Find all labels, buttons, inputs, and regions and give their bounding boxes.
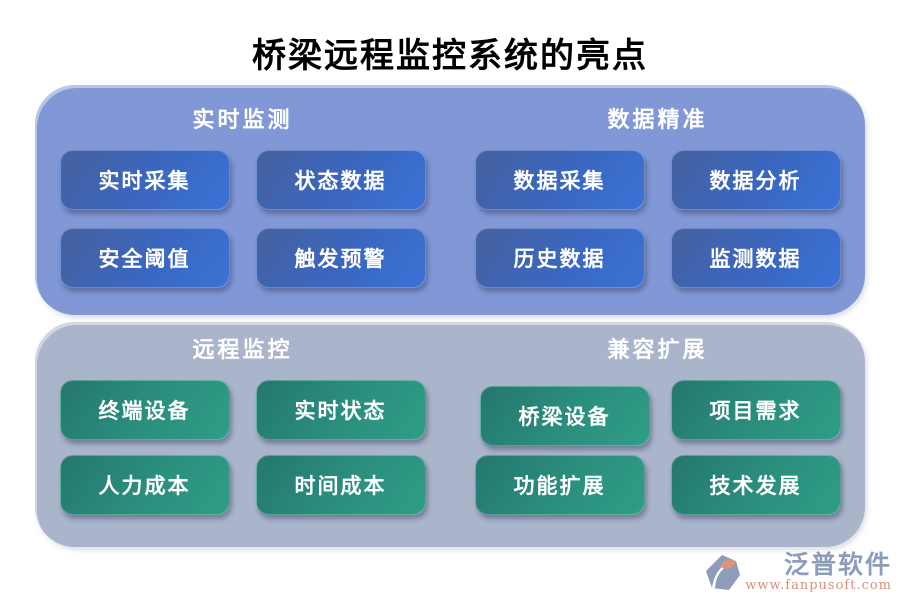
- vendor-text: 泛普软件 www.fanpusoft.com: [745, 552, 892, 594]
- page-title: 桥梁远程监控系统的亮点: [252, 36, 648, 76]
- chip-bridge-device[interactable]: 桥梁设备: [479, 386, 650, 446]
- chip-time-cost[interactable]: 时间成本: [255, 455, 426, 515]
- chip-data-analysis[interactable]: 数据分析: [670, 150, 841, 210]
- panel-remote-compat: 远程监控 终端设备 实时状态 人力成本 时间成本 兼容扩展 桥梁设备 项目需求 …: [35, 322, 865, 547]
- button-grid: 桥梁设备 项目需求 功能扩展 技术发展: [474, 380, 841, 515]
- section-compatibility-expansion: 兼容扩展 桥梁设备 项目需求 功能扩展 技术发展: [450, 335, 865, 547]
- chip-realtime-status[interactable]: 实时状态: [255, 380, 426, 440]
- section-header-compatibility-expansion: 兼容扩展: [607, 337, 708, 363]
- button-grid: 数据采集 数据分析 历史数据 监测数据: [474, 150, 841, 288]
- button-grid: 实时采集 状态数据 安全阈值 触发预警: [59, 150, 426, 288]
- chip-safety-threshold[interactable]: 安全阈值: [59, 228, 230, 288]
- chip-labor-cost[interactable]: 人力成本: [59, 455, 230, 515]
- chip-historical-data[interactable]: 历史数据: [474, 228, 645, 288]
- fanpu-logo-icon: [705, 554, 741, 596]
- chip-trigger-alert[interactable]: 触发预警: [255, 228, 426, 288]
- button-grid: 终端设备 实时状态 人力成本 时间成本: [59, 380, 426, 515]
- chip-project-demand[interactable]: 项目需求: [670, 380, 841, 440]
- section-realtime-monitoring: 实时监测 实时采集 状态数据 安全阈值 触发预警: [35, 105, 450, 315]
- chip-function-expansion[interactable]: 功能扩展: [474, 455, 645, 515]
- section-header-data-accuracy: 数据精准: [607, 107, 708, 133]
- section-remote-monitoring: 远程监控 终端设备 实时状态 人力成本 时间成本: [35, 335, 450, 547]
- section-header-realtime-monitoring: 实时监测: [192, 107, 293, 133]
- chip-terminal-device[interactable]: 终端设备: [59, 380, 230, 440]
- vendor-website: www.fanpusoft.com: [745, 578, 892, 593]
- section-data-accuracy: 数据精准 数据采集 数据分析 历史数据 监测数据: [450, 105, 865, 315]
- chip-realtime-collection[interactable]: 实时采集: [59, 150, 230, 210]
- chip-status-data[interactable]: 状态数据: [255, 150, 426, 210]
- vendor-watermark: 泛普软件 www.fanpusoft.com: [705, 552, 892, 596]
- section-header-remote-monitoring: 远程监控: [192, 337, 293, 363]
- chip-data-collection[interactable]: 数据采集: [474, 150, 645, 210]
- vendor-brand-name: 泛普软件: [783, 550, 892, 579]
- panel-realtime-data: 实时监测 实时采集 状态数据 安全阈值 触发预警 数据精准 数据采集 数据分析 …: [35, 85, 865, 315]
- chip-monitoring-data[interactable]: 监测数据: [670, 228, 841, 288]
- chip-technology-development[interactable]: 技术发展: [670, 455, 841, 515]
